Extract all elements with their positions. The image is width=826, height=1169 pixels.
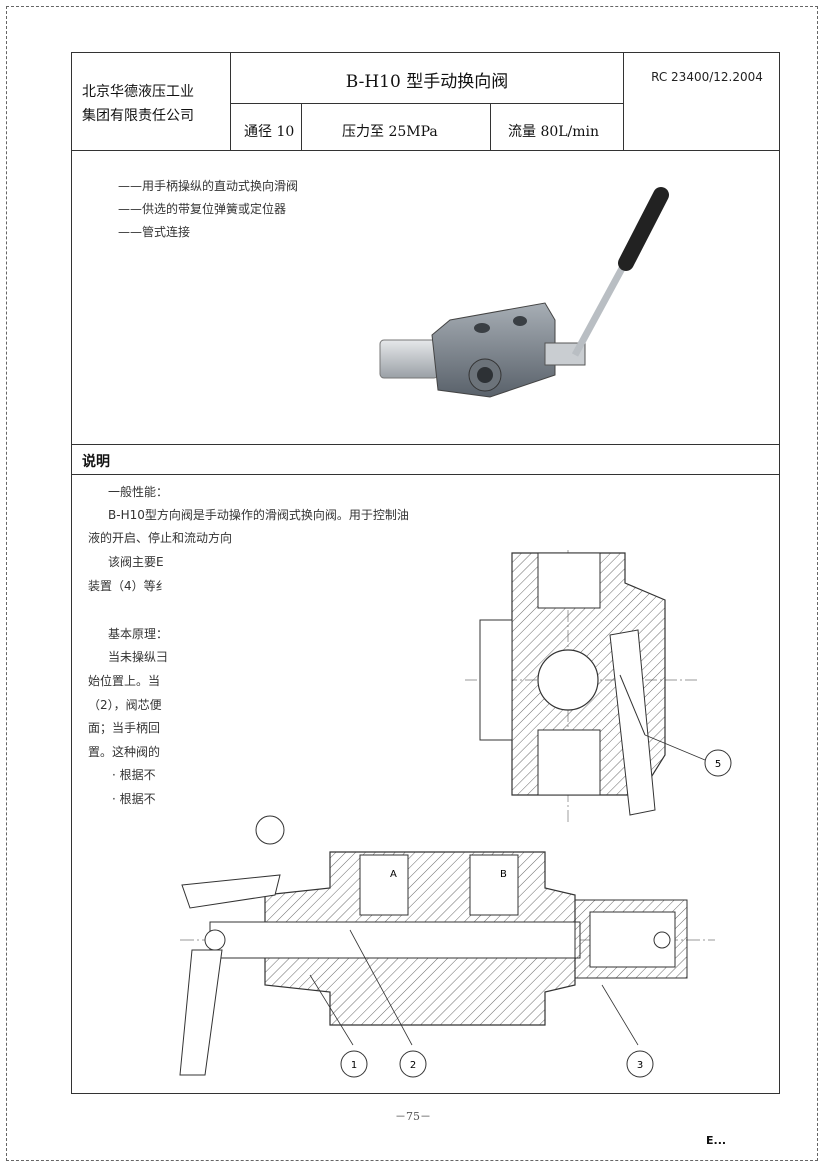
- valve-product-photo: [379, 187, 669, 398]
- longitudinal-section-drawing: A B 1 2 3: [179, 815, 715, 1078]
- product-title: B-H10 型手动换向阀: [345, 72, 509, 92]
- page-border: [6, 6, 818, 1161]
- callout-5-label: 5: [715, 759, 721, 770]
- callout-1-label: 1: [351, 1060, 357, 1071]
- body-line-12: · 根据不: [112, 768, 156, 782]
- body-line-3: 液的开启、停止和流动方向: [88, 531, 233, 545]
- spec-divider-2: [490, 103, 491, 150]
- spec-divider-1: [301, 103, 302, 150]
- feature-item-1: ——用手柄操纵的直动式换向滑阀: [118, 179, 299, 193]
- corner-mark: E...: [706, 1134, 727, 1147]
- spec-pressure: 压力至 25MPa: [342, 124, 438, 140]
- callout-2-label: 2: [410, 1060, 416, 1071]
- document-number: RC 23400/12.2004: [651, 70, 763, 84]
- header-bottom-rule: [72, 150, 779, 151]
- body-line-9: （2），阀芯便: [88, 698, 162, 712]
- feature-item-3: ——管式连接: [118, 225, 191, 239]
- body-line-4: 该阀主要E: [108, 555, 164, 569]
- cross-section-drawing: 5: [465, 550, 732, 825]
- feature-item-2: ——供选的带复位弹簧或定位器: [118, 202, 287, 216]
- port-a-label: A: [390, 869, 397, 880]
- spec-bore: 通径 10: [244, 124, 295, 140]
- company-name-line2: 集团有限责任公司: [82, 108, 194, 124]
- body-line-8: 始位置上。当: [88, 674, 161, 688]
- body-line-2: B-H10型方向阀是手动操作的滑阀式换向阀。用于控制油: [108, 508, 409, 522]
- company-name-line1: 北京华德液压工业: [82, 84, 194, 100]
- header-divider-1: [230, 53, 231, 150]
- section-top-rule: [72, 444, 779, 445]
- header-divider-2: [623, 53, 624, 150]
- title-spec-rule: [230, 103, 623, 104]
- spec-flow: 流量 80L/min: [508, 124, 600, 140]
- callout-3-label: 3: [637, 1060, 643, 1071]
- body-line-1: 一般性能：: [108, 485, 169, 499]
- body-line-11: 置。这种阀的: [88, 745, 161, 759]
- body-line-7: 当未操纵彐: [108, 650, 169, 664]
- body-line-5: 装置（4）等纟: [88, 579, 168, 593]
- section-bottom-rule: [72, 474, 779, 475]
- port-b-label: B: [500, 869, 507, 880]
- body-line-13: · 根据不: [112, 792, 156, 806]
- datasheet-frame: 北京华德液压工业 集团有限责任公司 B-H10 型手动换向阀 RC 23400/…: [71, 52, 780, 1094]
- page-number: －75－: [395, 1110, 431, 1123]
- body-line-10: 面；当手柄回: [88, 721, 161, 735]
- body-line-6: 基本原理：: [108, 627, 169, 641]
- section-title: 说明: [82, 454, 110, 470]
